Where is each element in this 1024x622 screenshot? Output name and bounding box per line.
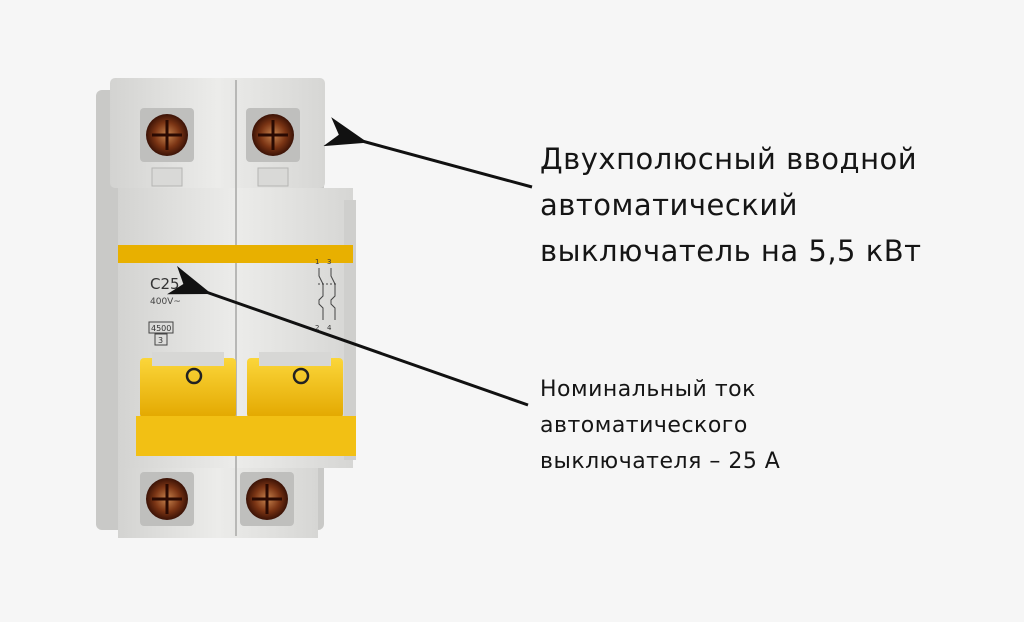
model-label: C25 [150,275,180,293]
label-line: автоматического [540,413,748,438]
arrow-to-breaker [323,117,533,189]
terminal-bottom-right [240,472,294,526]
breaker-body [96,78,356,538]
class-label: 3 [158,336,163,345]
terminal-num: 3 [327,258,331,266]
terminal-bottom-left [140,472,194,526]
lever-right[interactable] [244,352,356,456]
terminal-top-left [140,108,194,162]
label-line: выключатель на 5,5 кВт [540,234,922,268]
label-line: Номинальный ток [540,377,756,402]
arrow-to-rating [167,265,529,407]
label-line: автоматический [540,188,799,222]
rated-current-label: Номинальный ток автоматического выключат… [540,372,780,480]
capacity-label: 4500 [151,324,171,333]
label-line: Двухполюсный вводной [540,142,918,176]
yellow-stripe [118,245,353,263]
voltage-label: 400V~ [150,297,181,307]
terminal-num: 4 [327,324,332,332]
breaker-description-label: Двухполюсный вводной автоматический выкл… [540,136,922,274]
terminal-num: 1 [315,258,319,266]
lever-left[interactable] [136,352,248,456]
terminal-num: 2 [315,324,319,332]
terminal-top-right [246,108,300,162]
wiring-schematic: 1 3 2 4 [315,258,336,332]
label-line: выключателя – 25 А [540,449,781,474]
